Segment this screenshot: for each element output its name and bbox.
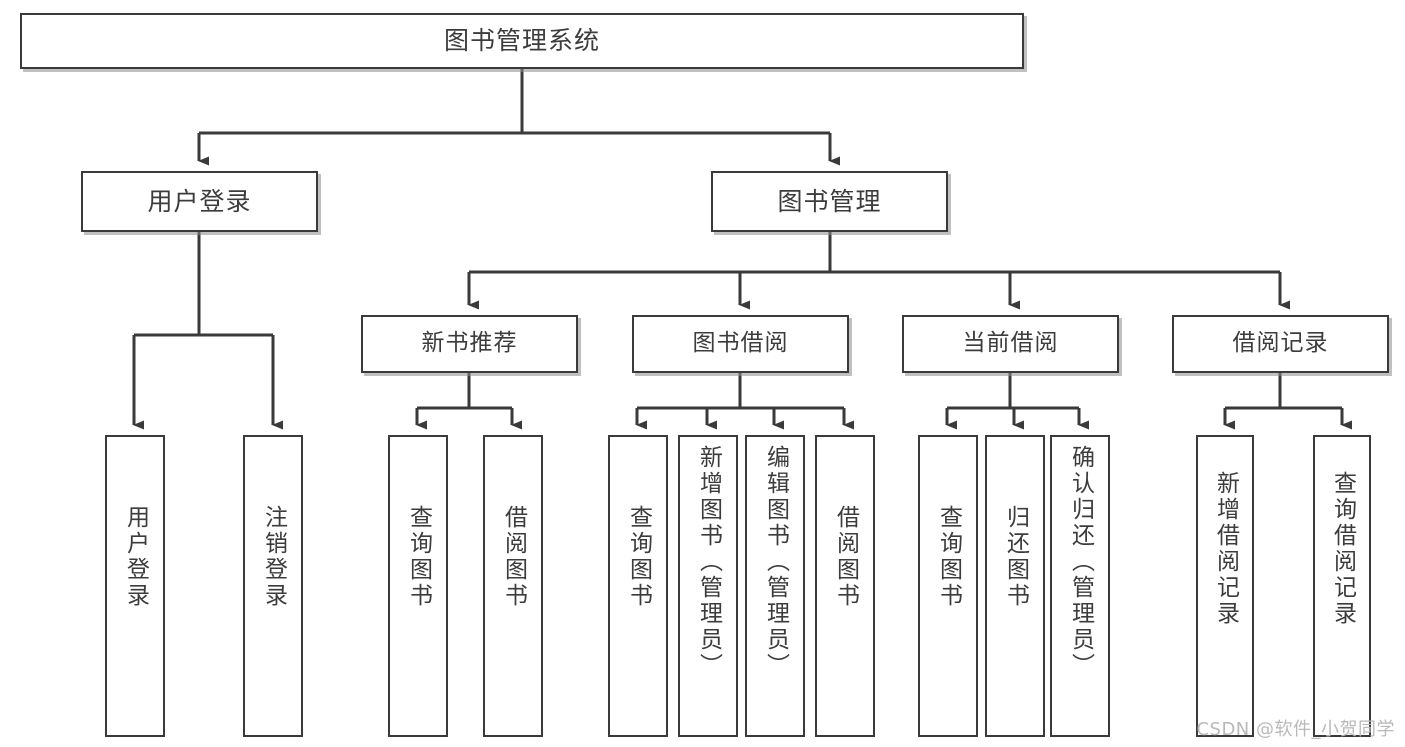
node-root[interactable]: 图书管理系统 [20,13,1024,69]
node-user-login-label: 用户登录 [147,186,252,216]
node-leaf-borrow-book-1-label: 借阅图书 [500,505,527,609]
node-leaf-user-login-label: 用户登录 [122,505,149,609]
node-leaf-query-book-1-label: 查询图书 [405,505,432,609]
node-new-book-rec-label: 新书推荐 [421,330,518,357]
node-leaf-return-book[interactable]: 归还图书 [985,435,1045,737]
node-leaf-user-logout[interactable]: 注销登录 [243,435,303,737]
node-leaf-query-book-2[interactable]: 查询图书 [608,435,668,737]
node-borrow-record[interactable]: 借阅记录 [1172,315,1389,373]
node-leaf-add-book[interactable]: 新增图书（管理员） [678,435,738,737]
node-leaf-confirm-return[interactable]: 确认归还（管理员） [1050,435,1110,737]
node-book-borrow[interactable]: 图书借阅 [632,315,849,373]
node-user-login[interactable]: 用户登录 [81,171,318,232]
node-leaf-edit-book[interactable]: 编辑图书（管理员） [745,435,805,737]
node-leaf-borrow-book-2[interactable]: 借阅图书 [815,435,875,737]
node-leaf-user-login[interactable]: 用户登录 [105,435,165,737]
node-leaf-query-book-2-label: 查询图书 [625,505,652,609]
node-leaf-add-record[interactable]: 新增借阅记录 [1196,435,1254,737]
node-leaf-borrow-book-1[interactable]: 借阅图书 [483,435,543,737]
csdn-watermark: CSDN @软件_小贺同学 [1196,719,1395,740]
node-leaf-add-book-label: 新增图书（管理员） [695,445,722,679]
node-book-borrow-label: 图书借阅 [692,330,789,357]
node-leaf-query-book-1[interactable]: 查询图书 [388,435,448,737]
node-current-borrow[interactable]: 当前借阅 [902,315,1119,373]
node-borrow-record-label: 借阅记录 [1232,330,1329,357]
node-new-book-rec[interactable]: 新书推荐 [361,315,578,373]
node-leaf-query-record[interactable]: 查询借阅记录 [1313,435,1371,737]
node-leaf-query-book-3-label: 查询图书 [935,505,962,609]
node-current-borrow-label: 当前借阅 [962,330,1059,357]
node-root-label: 图书管理系统 [443,26,600,56]
node-book-manage-label: 图书管理 [777,186,882,216]
node-leaf-edit-book-label: 编辑图书（管理员） [762,445,789,679]
node-leaf-query-book-3[interactable]: 查询图书 [918,435,978,737]
node-leaf-return-book-label: 归还图书 [1002,505,1029,609]
node-leaf-user-logout-label: 注销登录 [260,505,287,609]
node-leaf-confirm-return-label: 确认归还（管理员） [1067,445,1094,679]
node-book-manage[interactable]: 图书管理 [711,171,948,232]
node-leaf-borrow-book-2-label: 借阅图书 [832,505,859,609]
node-leaf-query-record-label: 查询借阅记录 [1329,471,1356,627]
node-leaf-add-record-label: 新增借阅记录 [1212,471,1239,627]
